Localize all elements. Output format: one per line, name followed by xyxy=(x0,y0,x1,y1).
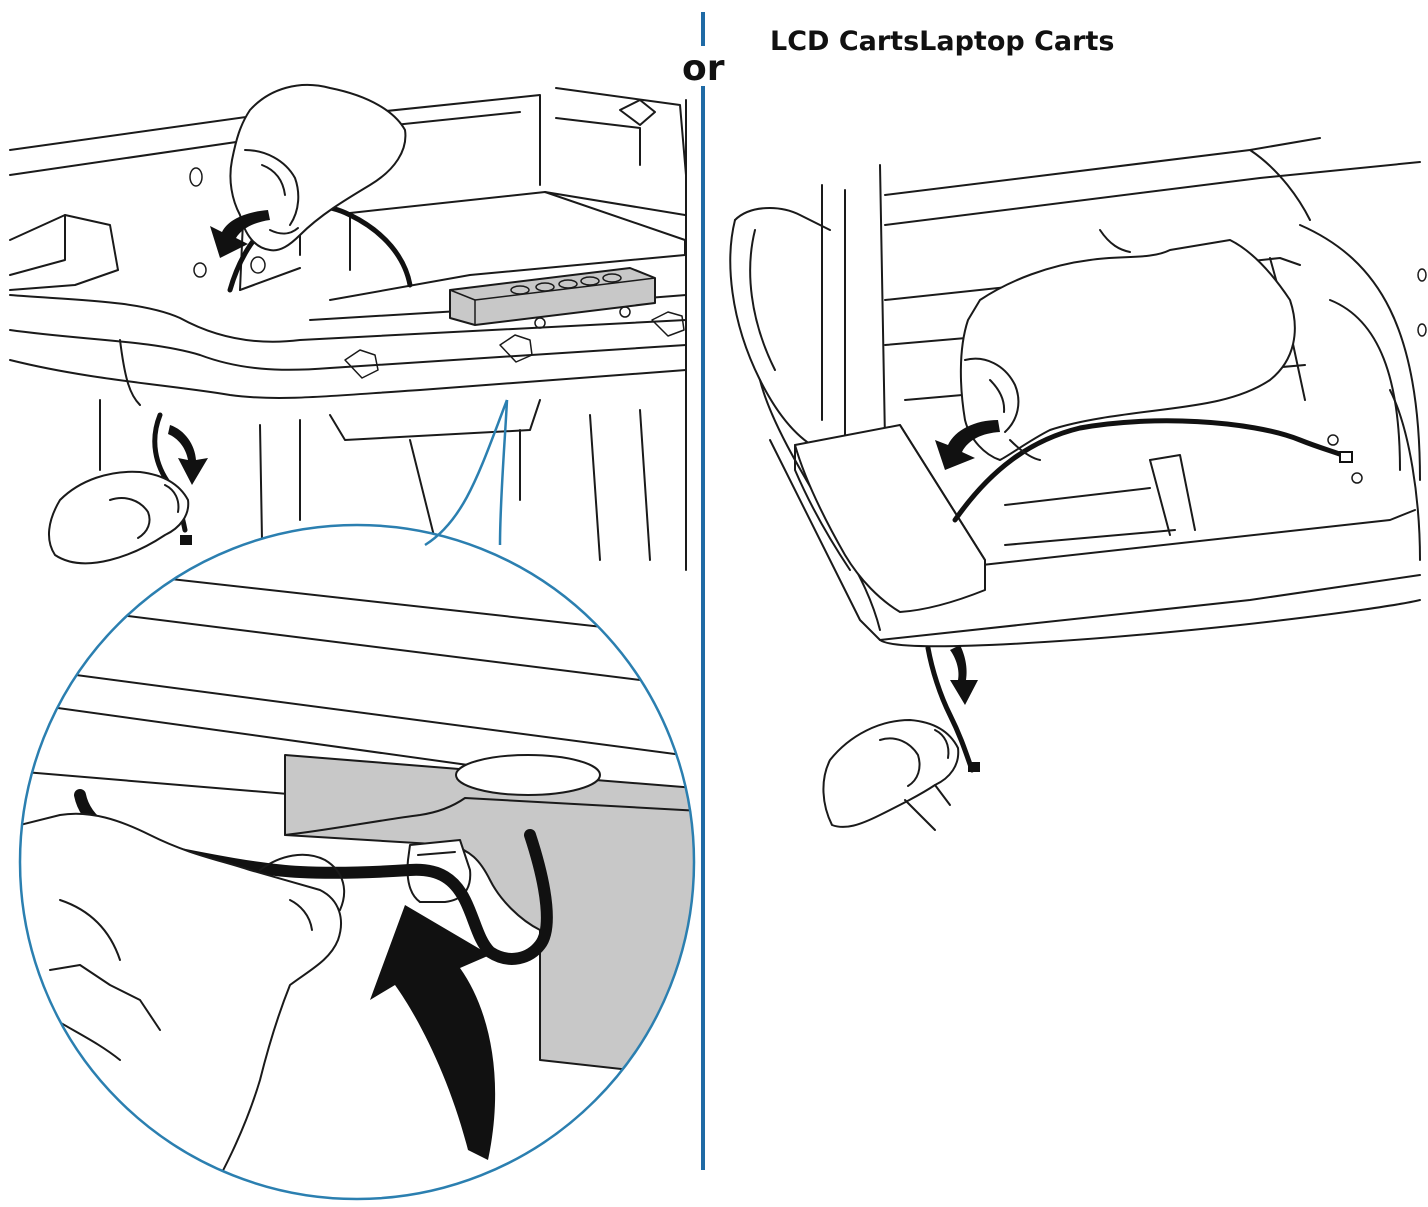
right-cart-illustration xyxy=(729,137,1427,831)
callout-circle xyxy=(18,523,696,1201)
right-panel-title: LCD CartsLaptop Carts xyxy=(770,26,1114,57)
callout-pointer xyxy=(498,399,509,546)
left-cart-illustration xyxy=(9,84,687,571)
or-label: or xyxy=(682,48,725,89)
outlet-holes xyxy=(510,273,622,295)
